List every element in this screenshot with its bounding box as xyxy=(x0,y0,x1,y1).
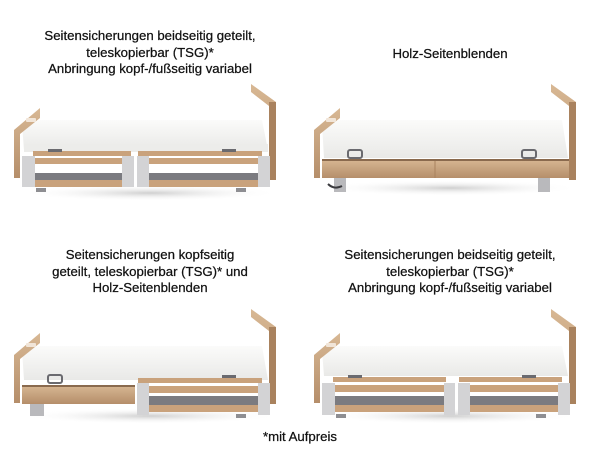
caption-line: Seitensicherungen beidseitig geteilt, xyxy=(344,247,556,262)
bed-image-split-rails xyxy=(314,309,580,424)
bed-image-wooden-side-panels xyxy=(314,84,580,196)
caption-line: Anbringung kopf-/fußseitig variabel xyxy=(348,280,552,295)
side-rail-left xyxy=(22,151,134,187)
side-rail-right xyxy=(137,151,270,187)
caption-line: teleskopierbar (TSG)* xyxy=(386,263,514,279)
bed-image-split-rails xyxy=(14,84,280,201)
caption-line: Holz-Seitenblenden xyxy=(392,46,508,61)
side-rail-right xyxy=(458,377,570,415)
wooden-side-panel xyxy=(322,159,569,178)
caption-line: teleskopierbar (TSG)* xyxy=(86,44,214,60)
wooden-side-panel xyxy=(22,385,135,404)
option-caption: Seitensicherungen beidseitig geteilt, te… xyxy=(300,247,600,297)
bed-option-panel-4: Seitensicherungen beidseitig geteilt, te… xyxy=(300,228,600,443)
bed-image-head-rails-and-panel xyxy=(14,309,280,424)
caption-line: Anbringung kopf-/fußseitig variabel xyxy=(48,61,252,76)
caption-line: Holz-Seitenblenden xyxy=(92,280,208,295)
option-caption: Holz-Seitenblenden xyxy=(300,46,600,63)
caption-line: geteilt, teleskopierbar (TSG)* und xyxy=(52,263,248,279)
side-rail-head xyxy=(137,378,270,415)
surcharge-footnote: *mit Aufpreis xyxy=(262,429,338,444)
option-caption: Seitensicherungen beidseitig geteilt, te… xyxy=(0,28,300,78)
bed-option-panel-2: Holz-Seitenblenden xyxy=(300,0,600,215)
caption-line: Seitensicherungen beidseitig geteilt, xyxy=(44,28,256,43)
caption-line: Seitensicherungen kopfseitig xyxy=(65,247,235,262)
option-caption: Seitensicherungen kopfseitig geteilt, te… xyxy=(0,247,300,297)
bed-option-panel-3: Seitensicherungen kopfseitig geteilt, te… xyxy=(0,228,300,443)
bed-option-panel-1: Seitensicherungen beidseitig geteilt, te… xyxy=(0,0,300,215)
side-rail-left xyxy=(322,377,455,415)
